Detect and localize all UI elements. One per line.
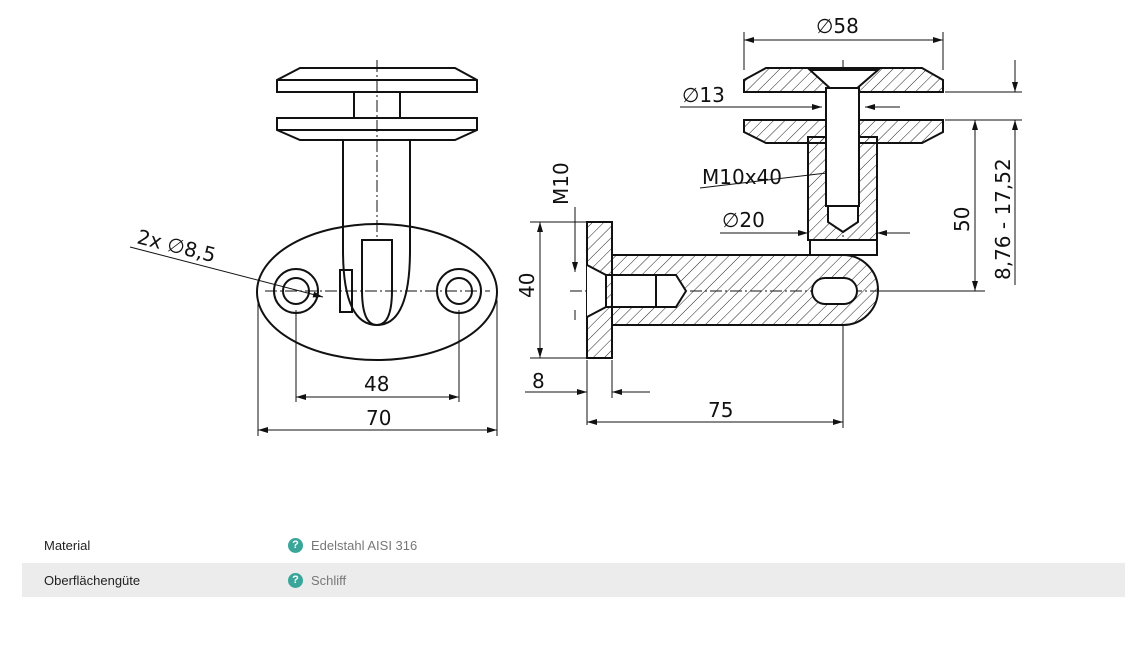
dim-40: 40: [515, 273, 539, 298]
dim-70: 70: [366, 406, 391, 430]
dim-8: 8: [532, 369, 545, 393]
dim-75: 75: [708, 398, 733, 422]
dim-holes: 2x ∅8,5: [135, 225, 219, 268]
dim-range: 8,76 - 17,52: [991, 158, 1015, 280]
spec-label: Material: [44, 537, 91, 553]
spec-value: Schliff: [311, 572, 347, 588]
dim-50: 50: [950, 207, 974, 232]
question-icon[interactable]: ?: [288, 572, 303, 588]
front-view: [256, 67, 498, 361]
question-icon[interactable]: ?: [288, 537, 303, 553]
dim-m10x40: M10x40: [702, 165, 782, 189]
dim-d58: ∅58: [816, 14, 859, 38]
dim-d13: ∅13: [682, 83, 725, 107]
spec-row-material: Material ? Edelstahl AISI 316: [22, 528, 1125, 562]
section-view: [586, 67, 944, 359]
technical-drawing: 2x ∅8,5 48 70 ∅58 ∅13 M10x40 ∅20 M10 40 …: [129, 14, 1022, 436]
dim-m10: M10: [549, 162, 573, 205]
spec-value: Edelstahl AISI 316: [311, 537, 418, 553]
dim-d20: ∅20: [722, 208, 765, 232]
spec-label: Oberflächengüte: [44, 572, 141, 588]
dim-48: 48: [364, 372, 389, 396]
spec-row-surface: Oberflächengüte ? Schliff: [22, 563, 1125, 597]
dimension-lines: [129, 32, 1022, 436]
